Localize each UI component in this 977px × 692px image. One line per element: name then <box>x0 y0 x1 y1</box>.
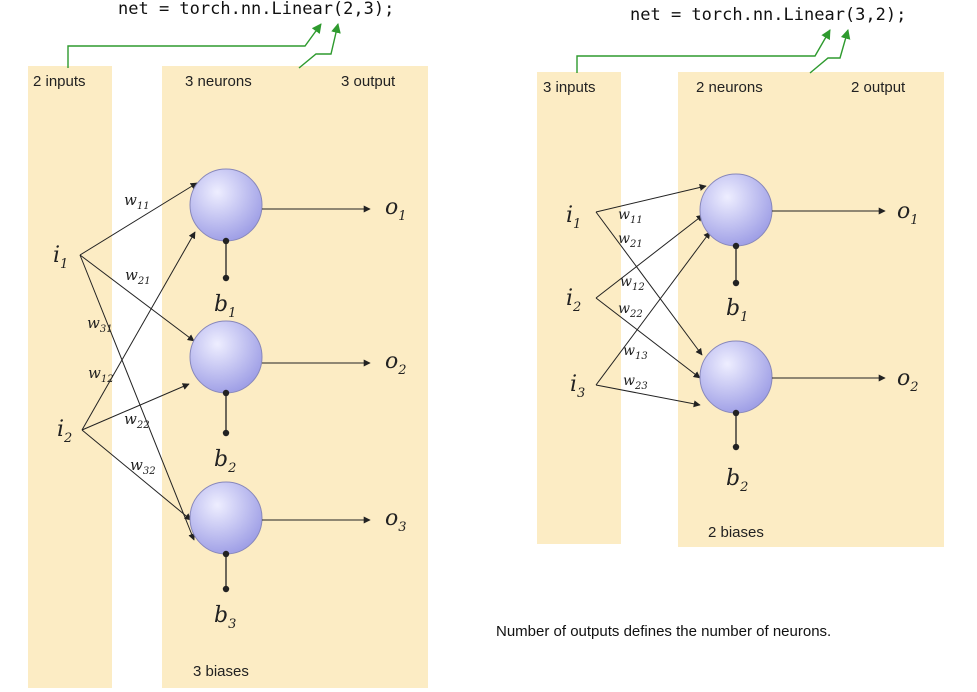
right-input-i2: i2 <box>566 286 581 315</box>
left-weight-w31: w31 <box>87 314 113 335</box>
right-neurons-panel <box>678 72 944 547</box>
right-connection-w21 <box>595 211 703 356</box>
left-code-line: net = torch.nn.Linear(2,3); <box>118 0 394 19</box>
left-neuron-2 <box>189 320 371 437</box>
left-input-i1: i1 <box>53 243 68 272</box>
right-neurons-label: 2 neurons <box>696 79 763 96</box>
left-neuron-3 <box>189 481 371 593</box>
right-network: net = torch.nn.Linear(3,2); 3 inputs 2 n… <box>537 5 944 547</box>
note-text: Number of outputs defines the number of … <box>496 623 831 640</box>
left-output-label: 3 output <box>341 73 396 90</box>
left-connection-w22 <box>81 383 190 431</box>
right-connection-w12 <box>595 214 704 299</box>
left-connection-w12 <box>81 231 196 431</box>
left-output-o1: o1 <box>385 195 407 224</box>
right-bias-b2: b2 <box>726 466 748 495</box>
right-weight-w11: w11 <box>618 207 643 226</box>
right-output-o1: o1 <box>897 199 919 228</box>
right-weight-w13: w13 <box>623 343 648 362</box>
right-output-label: 2 output <box>851 79 906 96</box>
right-connection-w22 <box>595 297 701 379</box>
left-output-o2: o2 <box>385 349 407 378</box>
left-connection-w31 <box>79 254 195 541</box>
left-weight-w22: w22 <box>124 410 150 431</box>
right-inputs-panel <box>537 72 621 544</box>
right-biases-label: 2 biases <box>708 524 764 541</box>
left-connection-w11 <box>79 182 198 256</box>
left-neuron-1 <box>189 168 371 282</box>
right-input-i1: i1 <box>566 203 581 232</box>
right-neuron-2 <box>699 340 886 451</box>
right-bias-b1: b1 <box>726 296 748 325</box>
left-bias-b2: b2 <box>214 447 236 476</box>
right-code-line: net = torch.nn.Linear(3,2); <box>630 5 906 25</box>
right-weight-w12: w12 <box>620 274 645 293</box>
right-connection-w13 <box>595 231 711 386</box>
right-weight-w22: w22 <box>618 301 643 320</box>
left-bias-b1: b1 <box>214 292 236 321</box>
right-connection-w11 <box>595 184 707 213</box>
left-code-bracket <box>67 23 341 69</box>
right-output-o2: o2 <box>897 366 919 395</box>
right-weight-w21: w21 <box>618 231 643 250</box>
left-inputs-label: 2 inputs <box>33 73 86 90</box>
left-biases-label: 3 biases <box>193 663 249 680</box>
left-weight-w21: w21 <box>125 266 151 287</box>
left-weight-w11: w11 <box>124 191 150 212</box>
right-inputs-label: 3 inputs <box>543 79 596 96</box>
right-input-i3: i3 <box>570 372 585 401</box>
right-code-bracket <box>576 29 851 74</box>
left-network: net = torch.nn.Linear(2,3); 2 inputs 3 n… <box>28 0 428 688</box>
left-weight-w12: w12 <box>88 364 114 385</box>
left-weight-w32: w32 <box>130 456 156 477</box>
left-bias-b3: b3 <box>214 603 236 632</box>
right-connection-w23 <box>595 384 701 408</box>
left-neurons-label: 3 neurons <box>185 73 252 90</box>
right-neuron-1 <box>699 173 886 287</box>
left-inputs-panel <box>28 66 112 688</box>
right-weight-w23: w23 <box>623 373 648 392</box>
left-input-i2: i2 <box>57 417 72 446</box>
left-connection-w21 <box>79 254 195 342</box>
left-connection-w32 <box>81 429 192 521</box>
left-output-o3: o3 <box>385 506 407 535</box>
